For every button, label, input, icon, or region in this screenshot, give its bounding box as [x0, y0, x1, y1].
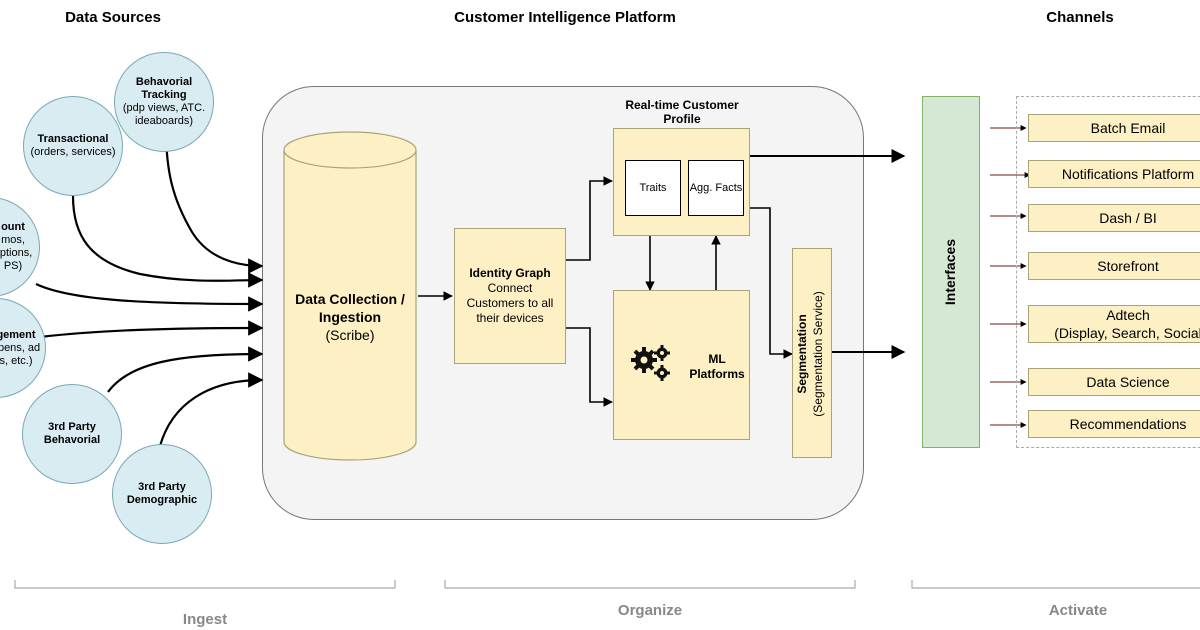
channel-notifications-platform: Notifications Platform [1028, 160, 1200, 188]
phase-ingest: Ingest [182, 611, 228, 628]
ml-platforms-label: ML Platforms [689, 352, 745, 381]
channel-adtech: Adtech (Display, Search, Social [1028, 305, 1200, 343]
channel-storefront: Storefront [1028, 252, 1200, 280]
gears-icon [631, 345, 670, 381]
flow-3rd-party-demographic [158, 372, 264, 447]
channel-dash-bi: Dash / BI [1028, 204, 1200, 232]
source-sub: (orders, services) [30, 146, 116, 158]
flow-identity-to-ml [566, 327, 613, 407]
flow-profile-to-segmentation [750, 207, 793, 359]
platform-header: Customer Intelligence Platform [454, 9, 676, 26]
data-collection-title: Data Collection / Ingestion [295, 291, 405, 325]
interfaces-label: Interfaces [942, 238, 958, 306]
source-sub: opens, ad s, etc.) [0, 341, 41, 367]
channel-data-science: Data Science [1028, 368, 1200, 396]
source-title: Transactional [37, 133, 109, 145]
channel-recommendations: Recommendations [1028, 410, 1200, 438]
profile-title: Real-time Customer Profile [625, 98, 739, 126]
channel-batch-email: Batch Email [1028, 114, 1200, 142]
segmentation-sub: (Segmentation Service) [811, 291, 825, 417]
channels-header: Channels [1046, 9, 1114, 26]
source-title: Behavorial Tracking [135, 76, 193, 101]
source-title: 3rd Party Behavorial [43, 421, 101, 446]
source-title: 3rd Party Demographic [126, 481, 198, 506]
identity-graph-sub: Connect Customers to all their devices [466, 281, 554, 325]
ingest-brace [14, 580, 396, 589]
interfaces-box [922, 96, 980, 448]
flow-3rd-party-behavioral [107, 346, 264, 393]
source-sub: (pdp views, ATC. ideaboards) [122, 102, 206, 127]
segmentation-title: Segmentation [795, 314, 809, 394]
flow-behavioral-tracking [164, 127, 264, 274]
segmentation-label: Segmentation (Segmentation Service) [794, 254, 830, 454]
flow-engagement [39, 320, 264, 339]
activate-brace [911, 580, 1200, 589]
source-transactional: Transactional (orders, services) [23, 96, 123, 196]
flow-identity-to-profile [566, 176, 613, 261]
data-collection-label: Data Collection / Ingestion (Scribe) [284, 290, 416, 344]
source-sub: mos, riptions, PS) [0, 234, 33, 272]
data-collection-cylinder [283, 131, 417, 461]
source-3rd-party-behavioral: 3rd Party Behavorial [22, 384, 122, 484]
channels-area [1016, 96, 1200, 448]
flow-transactional [71, 195, 264, 288]
source-3rd-party-demographic: 3rd Party Demographic [112, 444, 212, 544]
phase-activate: Activate [1048, 602, 1108, 619]
phase-organize: Organize [617, 602, 683, 619]
organize-brace [444, 580, 856, 589]
flow-account [35, 283, 264, 312]
segmentation-box [792, 248, 832, 458]
traits-box: Traits [625, 160, 681, 216]
source-behavioral-tracking: Behavorial Tracking (pdp views, ATC. ide… [114, 52, 214, 152]
data-sources-header: Data Sources [65, 9, 161, 26]
identity-graph-title: Identity Graph [469, 266, 551, 280]
agg-facts-box: Agg. Facts [688, 160, 744, 216]
ml-platforms-box [613, 290, 750, 440]
source-title: gement [0, 328, 36, 341]
source-title: ount [1, 221, 25, 233]
identity-graph-box: Identity Graph Connect Customers to all … [454, 228, 566, 364]
data-collection-sub: (Scribe) [325, 327, 375, 343]
